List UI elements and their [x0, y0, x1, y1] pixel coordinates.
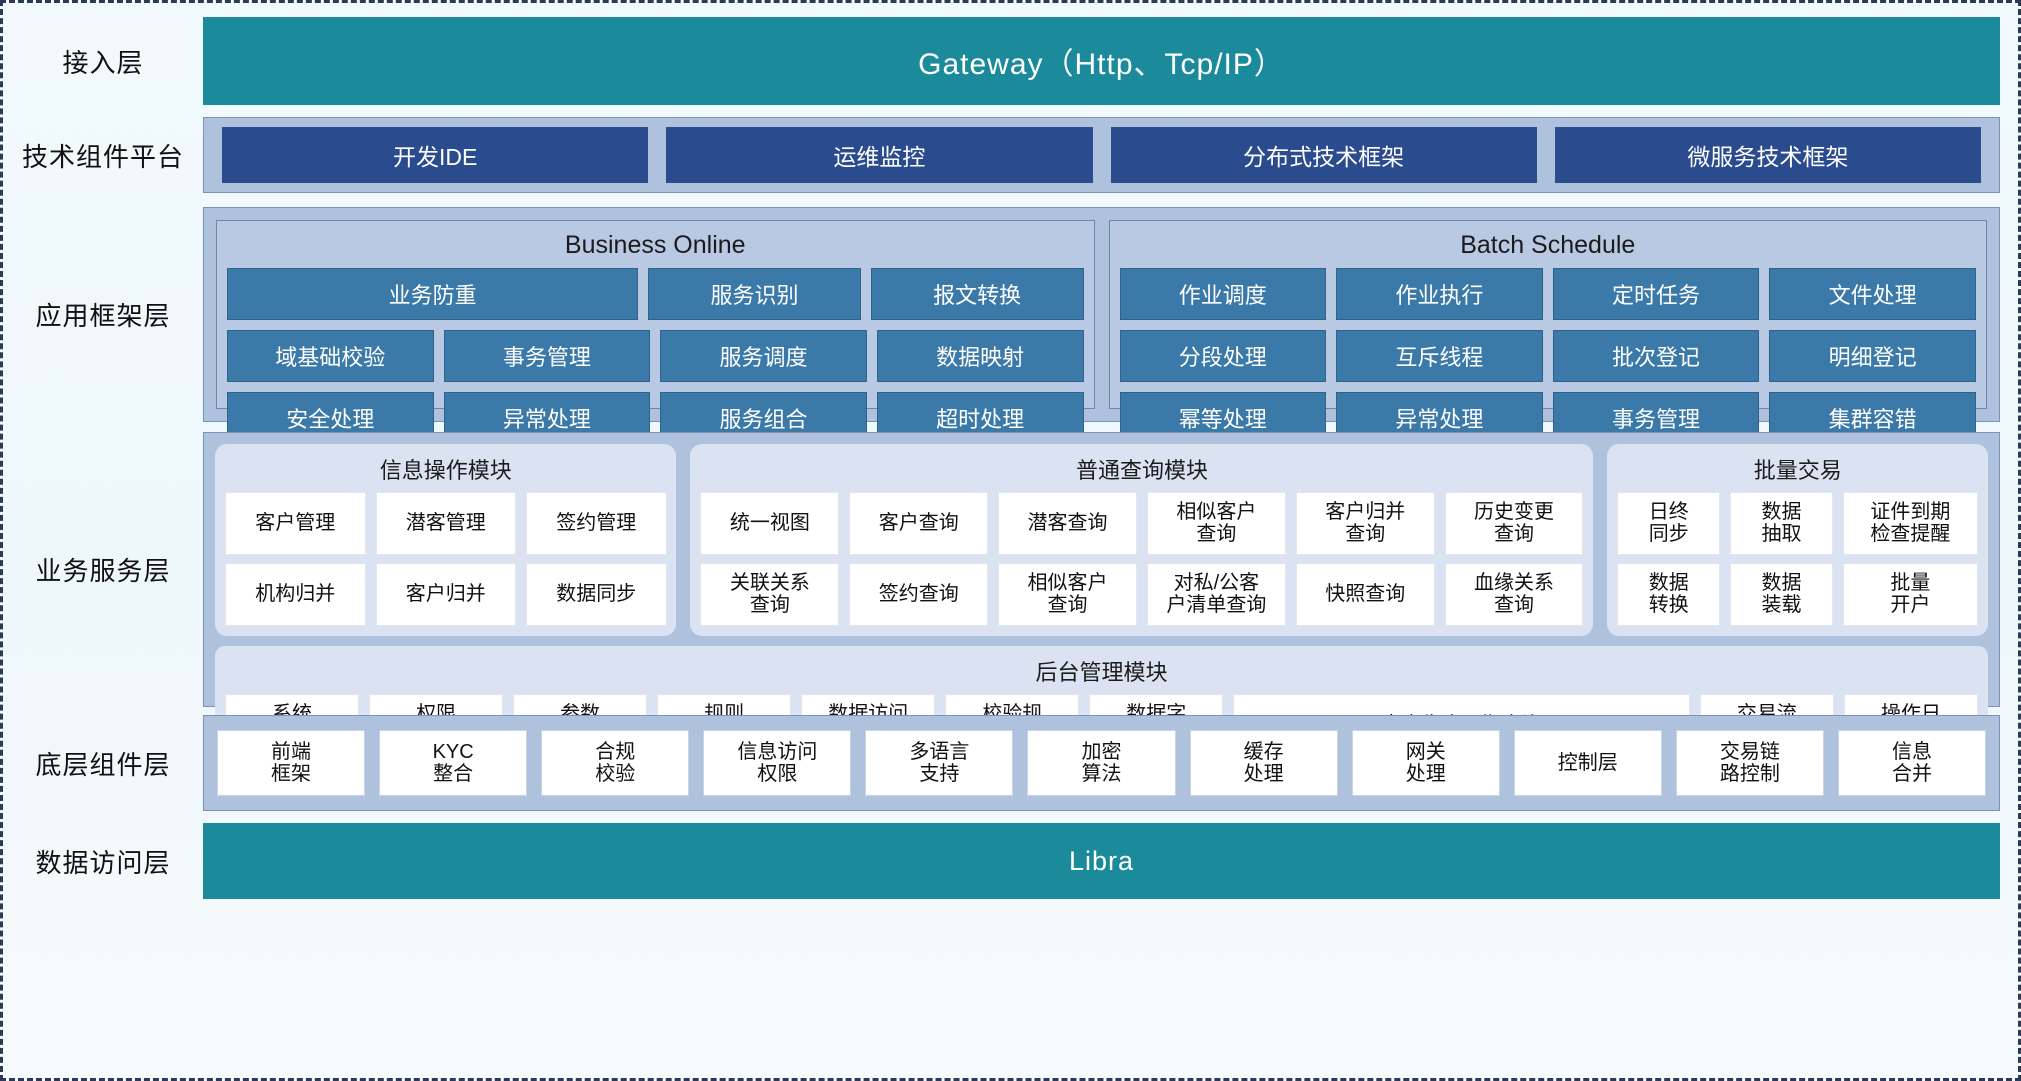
layer-label-base: 底层组件层 — [35, 749, 171, 780]
layer-access: 接入层 Gateway（Http、Tcp/IP） — [3, 17, 2018, 105]
service-item[interactable]: 机构归并 — [225, 562, 366, 626]
base-item-3[interactable]: 信息访问权限 — [703, 730, 852, 796]
app-chip[interactable]: 业务防重 — [227, 268, 639, 320]
service-item[interactable]: 日终同步 — [1617, 492, 1721, 555]
gateway-title: Gateway（Http、Tcp/IP） — [918, 48, 1285, 81]
layer-tech: 技术组件平台 开发IDE 运维监控分布式技术框架微服务技术框架 — [3, 117, 2018, 193]
app-panel-title-0: Business Online — [564, 231, 746, 259]
app-chip[interactable]: 文件处理 — [1769, 268, 1976, 320]
app-chip[interactable]: 明细登记 — [1769, 330, 1976, 382]
app-panel-row: 域基础校验事务管理服务调度数据映射 — [227, 330, 1084, 382]
admin-module-title: 后台管理模块 — [1035, 659, 1168, 685]
layer-label-tech: 技术组件平台 — [21, 141, 184, 172]
gateway-band: Gateway（Http、Tcp/IP） — [203, 17, 2000, 105]
base-item-0[interactable]: 前端框架 — [217, 730, 366, 796]
service-modules-row: 信息操作模块客户管理潜客管理签约管理机构归并客户归并数据同步普通查询模块统一视图… — [215, 444, 1988, 636]
service-item[interactable]: 对私/公客户清单查询 — [1146, 562, 1286, 626]
business-service-band: 信息操作模块客户管理潜客管理签约管理机构归并客户归并数据同步普通查询模块统一视图… — [203, 432, 2000, 767]
app-chip[interactable]: 分段处理 — [1119, 330, 1327, 382]
app-chip[interactable]: 定时任务 — [1552, 268, 1760, 320]
base-item-5[interactable]: 加密算法 — [1027, 730, 1176, 796]
service-item[interactable]: 统一视图 — [700, 492, 840, 555]
app-chip[interactable]: 数据映射 — [876, 330, 1084, 382]
app-panel-row: 分段处理互斥线程批次登记明细登记 — [1119, 330, 1976, 382]
service-item[interactable]: 数据抽取 — [1730, 492, 1833, 555]
service-module-title-2: 批量交易 — [1753, 458, 1842, 483]
service-module-2: 批量交易日终同步数据抽取证件到期检查提醒数据转换数据装载批量开户 — [1607, 444, 1988, 636]
base-item-7[interactable]: 网关处理 — [1351, 730, 1500, 796]
layer-label-appframe: 应用框架层 — [35, 301, 171, 331]
layer-data: 数据访问层 Libra — [3, 823, 2018, 899]
app-chip[interactable]: 域基础校验 — [227, 330, 434, 382]
app-chip[interactable]: 作业调度 — [1119, 268, 1327, 320]
service-module-1: 普通查询模块统一视图客户查询潜客查询相似客户查询客户归并查询历史变更查询关联关系… — [690, 444, 1594, 636]
service-item[interactable]: 客户管理 — [225, 492, 366, 555]
service-item[interactable]: 相似客户查询 — [998, 562, 1137, 626]
service-item[interactable]: 客户归并查询 — [1295, 492, 1435, 555]
service-item[interactable]: 关联关系查询 — [700, 562, 840, 626]
base-item-9[interactable]: 交易链路控制 — [1675, 730, 1824, 796]
tech-chip-2[interactable]: 分布式技术框架 — [1110, 127, 1537, 183]
service-item[interactable]: 客户归并 — [375, 562, 516, 626]
app-chip[interactable]: 作业执行 — [1336, 268, 1543, 320]
layer-label-service: 业务服务层 — [35, 556, 171, 586]
app-panel-row: 业务防重服务识别报文转换 — [227, 268, 1084, 320]
app-chip[interactable]: 批次登记 — [1552, 330, 1760, 382]
service-module-row: 客户管理潜客管理签约管理 — [225, 492, 667, 555]
service-item[interactable]: 签约管理 — [526, 492, 667, 555]
base-item-8[interactable]: 控制层 — [1513, 730, 1662, 796]
libra-title: Libra — [1068, 845, 1135, 876]
tech-chip-0[interactable]: 开发IDE — [222, 127, 649, 183]
service-module-row: 关联关系查询签约查询相似客户查询对私/公客户清单查询快照查询血缘关系查询 — [700, 562, 1584, 626]
service-item[interactable]: 数据同步 — [526, 562, 667, 626]
service-item[interactable]: 签约查询 — [849, 562, 989, 626]
app-chip[interactable]: 服务识别 — [648, 268, 861, 320]
service-item[interactable]: 批量开户 — [1842, 562, 1978, 626]
tech-chip-1[interactable]: 运维监控 — [666, 127, 1093, 183]
base-item-2[interactable]: 合规校验 — [541, 730, 690, 796]
service-item[interactable]: 数据转换 — [1617, 562, 1721, 626]
service-module-row: 数据转换数据装载批量开户 — [1617, 562, 1978, 626]
layer-label-access: 接入层 — [62, 47, 144, 78]
app-panel-title-1: Batch Schedule — [1460, 231, 1636, 259]
app-chip[interactable]: 事务管理 — [443, 330, 651, 382]
service-module-title-1: 普通查询模块 — [1075, 458, 1208, 483]
layer-label-data: 数据访问层 — [35, 847, 171, 878]
tech-chip-3[interactable]: 微服务技术框架 — [1554, 127, 1981, 183]
service-item[interactable]: 数据装载 — [1730, 562, 1833, 626]
tech-platform-band: 开发IDE 运维监控分布式技术框架微服务技术框架 — [203, 117, 2000, 193]
service-item[interactable]: 血缘关系查询 — [1444, 562, 1584, 626]
app-panel-row: 作业调度作业执行定时任务文件处理 — [1119, 268, 1976, 320]
base-item-10[interactable]: 信息合并 — [1837, 730, 1987, 796]
base-item-4[interactable]: 多语言支持 — [865, 730, 1014, 796]
app-chip[interactable]: 互斥线程 — [1336, 330, 1543, 382]
service-item[interactable]: 证件到期检查提醒 — [1842, 492, 1978, 555]
service-module-0: 信息操作模块客户管理潜客管理签约管理机构归并客户归并数据同步 — [215, 444, 677, 636]
service-module-row: 统一视图客户查询潜客查询相似客户查询客户归并查询历史变更查询 — [700, 492, 1584, 555]
service-item[interactable]: 相似客户查询 — [1146, 492, 1286, 555]
service-item[interactable]: 历史变更查询 — [1444, 492, 1584, 555]
service-item[interactable]: 潜客查询 — [998, 492, 1137, 555]
app-chip[interactable]: 服务调度 — [660, 330, 867, 382]
app-chip[interactable]: 报文转换 — [870, 268, 1084, 320]
layer-service: 业务服务层 信息操作模块客户管理潜客管理签约管理机构归并客户归并数据同步普通查询… — [3, 432, 2018, 767]
service-item[interactable]: 客户查询 — [849, 492, 989, 555]
service-module-row: 日终同步数据抽取证件到期检查提醒 — [1617, 492, 1978, 555]
service-item[interactable]: 快照查询 — [1295, 562, 1435, 626]
service-module-row: 机构归并客户归并数据同步 — [225, 562, 667, 626]
base-item-6[interactable]: 缓存处理 — [1189, 730, 1338, 796]
service-item[interactable]: 潜客管理 — [375, 492, 516, 555]
service-module-title-0: 信息操作模块 — [379, 458, 512, 483]
data-access-band: Libra — [203, 823, 2000, 899]
